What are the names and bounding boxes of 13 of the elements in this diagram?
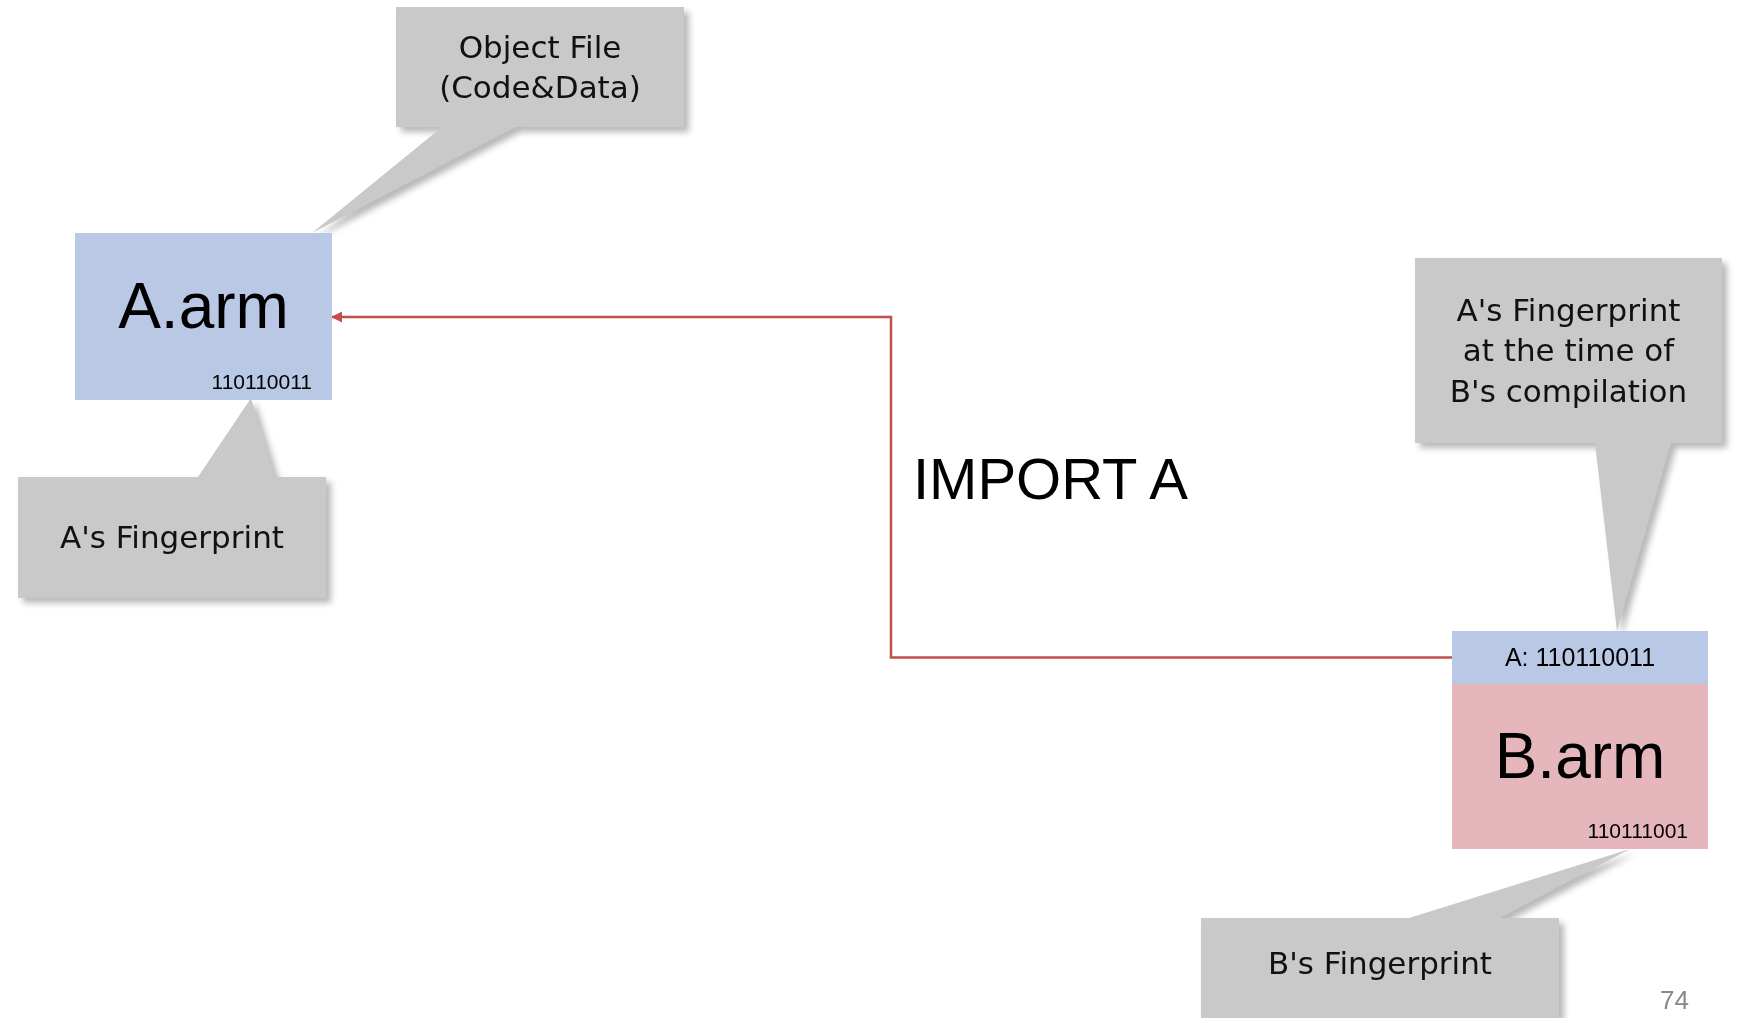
callout-text: A's Fingerprint (60, 518, 284, 558)
fingerprint-text: A: 110110011 (1504, 643, 1656, 672)
fingerprint-bar (1452, 631, 1708, 684)
file-box (75, 233, 332, 400)
callout-text: A's Fingerprint at the time of B's compilation (1448, 291, 1689, 411)
callout-text: Object File (Code&Data) (438, 27, 642, 107)
file-name: A.arm (118, 268, 289, 343)
page-number: 74 (1660, 985, 1689, 1016)
fingerprint-number: 110110011 (211, 370, 312, 394)
fingerprint-number: 110111001 (1587, 819, 1688, 843)
file-box (1452, 684, 1708, 849)
callout-text: B's Fingerprint (1268, 943, 1492, 983)
file-name: B.arm (1494, 718, 1666, 793)
